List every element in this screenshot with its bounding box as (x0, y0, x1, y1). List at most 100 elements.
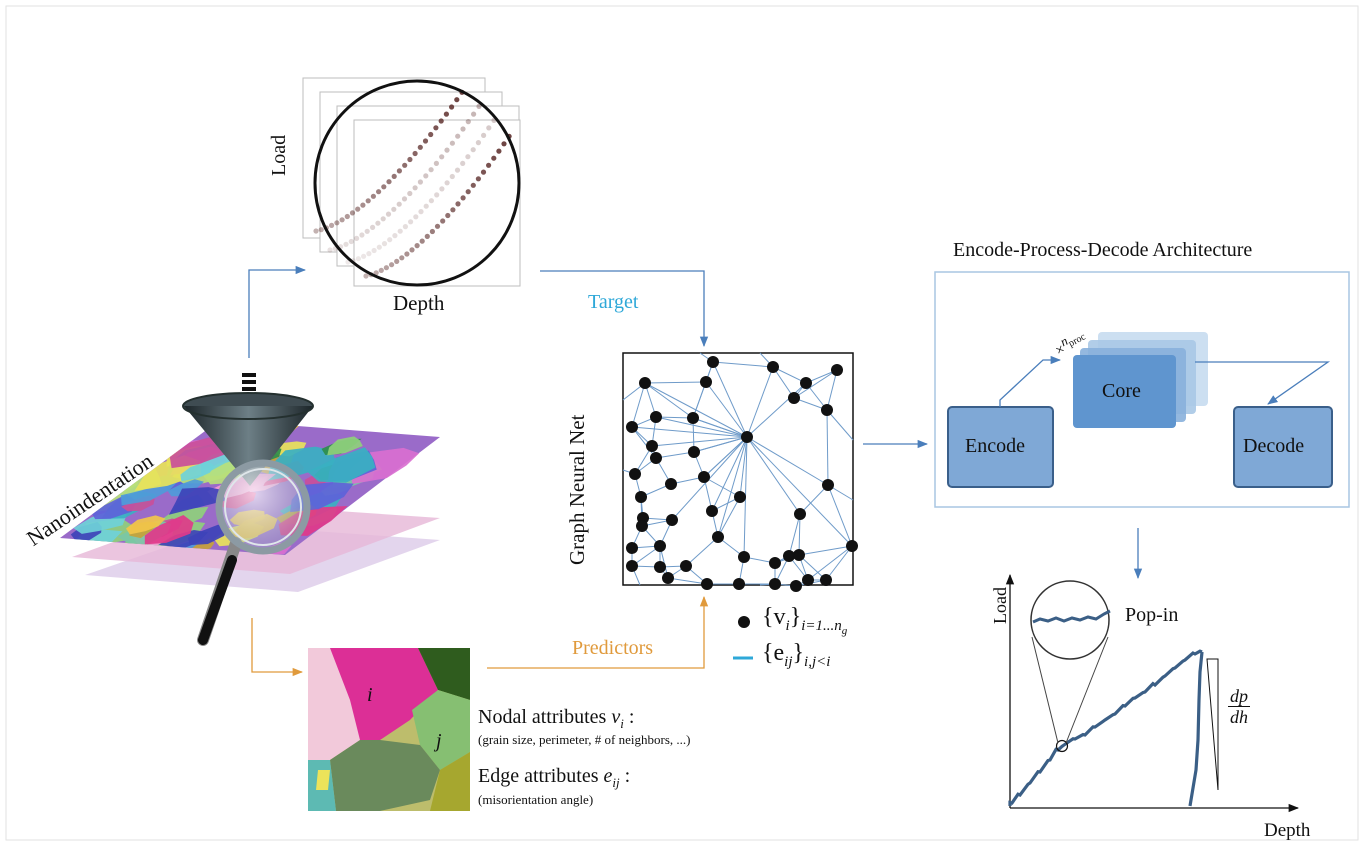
load-depth-point (383, 265, 389, 271)
load-depth-point (365, 198, 371, 204)
graph-edge (739, 436, 748, 498)
graph-edge (793, 369, 838, 399)
graph-edge (807, 545, 853, 581)
graph-node (662, 572, 674, 584)
load-depth-point (399, 255, 405, 261)
graph-edge (631, 426, 657, 459)
graph-node (788, 392, 800, 404)
legend-node-marker (738, 616, 750, 628)
target-label: Target (588, 291, 639, 313)
graph-edge (644, 382, 694, 419)
graph-edge (746, 436, 801, 515)
load-depth-point (359, 232, 365, 238)
magnifying-glass-icon (197, 459, 311, 646)
load-depth-point (471, 111, 477, 117)
grain-j-label: j (436, 730, 442, 752)
load-depth-point (370, 193, 376, 199)
graph-node (794, 508, 806, 520)
graph-edge (692, 381, 707, 419)
load-depth-point (460, 195, 466, 201)
load-depth-point (355, 206, 361, 212)
load-depth-point (396, 168, 402, 174)
graph-node (800, 377, 812, 389)
load-depth-point (470, 182, 476, 188)
graph-node (650, 452, 662, 464)
graph-node (629, 468, 641, 480)
graph-node (738, 551, 750, 563)
graph-node (790, 580, 802, 592)
load-depth-point (418, 209, 424, 215)
load-depth-point (392, 233, 398, 239)
load-depth-point (460, 126, 466, 132)
encode-label: Encode (965, 435, 1025, 457)
load-axis-label: Load (268, 134, 290, 176)
load-depth-point (370, 224, 376, 230)
load-depth-point (434, 192, 440, 198)
decode-label: Decode (1243, 435, 1305, 457)
graph-node (626, 560, 638, 572)
load-depth-point (465, 189, 471, 195)
load-depth-point (361, 253, 367, 259)
graph-edge (705, 381, 748, 438)
graph-edge (799, 484, 829, 515)
load-depth-point (343, 241, 349, 247)
load-depth-point (428, 198, 434, 204)
load-depth-point (439, 154, 445, 160)
graph-edge (746, 436, 853, 547)
load-depth-point (491, 155, 497, 161)
load-depth-point (428, 167, 434, 173)
graph-edge (772, 366, 807, 384)
graph-node (666, 514, 678, 526)
load-depth-point (481, 132, 487, 138)
graph-edge (655, 451, 695, 459)
architecture-box (934, 271, 1350, 508)
graph-edge (717, 496, 741, 538)
unload-curve (1188, 651, 1204, 807)
graph-node (821, 404, 833, 416)
load-depth-point (444, 180, 450, 186)
flow-arrows (248, 265, 1143, 677)
graph-edge (655, 416, 694, 419)
graph-node (767, 361, 779, 373)
graph-node (734, 491, 746, 503)
graph-node (802, 574, 814, 586)
load-depth-point (433, 125, 439, 131)
popin-marker (1055, 739, 1069, 753)
load-depth-point (496, 148, 502, 154)
slope-triangle (1206, 658, 1219, 791)
output-load-label: Load (990, 587, 1010, 624)
graph-edge (631, 426, 748, 438)
zoom-circle (313, 79, 521, 287)
load-depth-point (455, 201, 461, 207)
load-depth-point (376, 189, 382, 195)
load-depth-point (348, 238, 354, 245)
predictors-label: Predictors (572, 637, 654, 659)
grain-map (308, 648, 470, 811)
load-depth-point (434, 223, 441, 229)
gnn-label: Graph Neural Net (565, 414, 589, 565)
load-depth-point (423, 203, 429, 209)
graph-edge (798, 554, 827, 581)
graph-node (700, 376, 712, 388)
graph-node (783, 550, 795, 562)
load-depth-point (385, 211, 392, 217)
graph-edge (712, 361, 748, 438)
load-depth-point (402, 162, 408, 168)
graph-node (680, 560, 692, 572)
load-depth-point (363, 273, 369, 279)
graph-edge (717, 436, 748, 538)
load-depth-point (439, 186, 445, 192)
legend-node-text: {vi}i=1...ng (762, 604, 848, 637)
load-depth-point (449, 140, 455, 146)
figure-frame (5, 5, 1359, 841)
grain-i-label: i (367, 684, 373, 706)
load-depth-point (443, 111, 449, 117)
load-depth-point (465, 154, 471, 160)
graph-edge (746, 366, 774, 438)
load-depth-point (417, 144, 423, 150)
graph-edge (667, 577, 708, 585)
load-depth-point (486, 125, 492, 131)
core-label: Core (1102, 380, 1141, 402)
core-block (1073, 355, 1176, 428)
